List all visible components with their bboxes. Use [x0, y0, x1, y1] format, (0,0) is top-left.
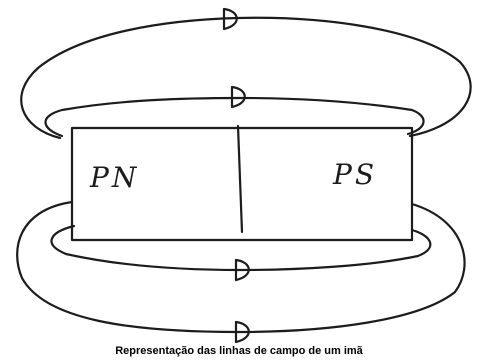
field-line-inner-bottom	[50, 224, 432, 272]
south-pole-label: PS	[333, 158, 378, 191]
figure-caption: Representação das linhas de campo de um …	[115, 345, 363, 357]
magnet-body	[70, 126, 414, 242]
field-line-outer-bottom	[16, 200, 466, 334]
north-pole-label: PN	[90, 161, 140, 194]
arrow-icon-inner-top	[230, 85, 246, 109]
arrow-icon-outer-bottom	[234, 320, 250, 344]
pole-divider	[236, 124, 244, 234]
arrow-icon-outer-top	[222, 7, 238, 31]
arrow-icon-inner-bottom	[234, 258, 250, 282]
field-line-inner-top	[44, 96, 425, 138]
field-line-outer-top	[20, 16, 472, 140]
